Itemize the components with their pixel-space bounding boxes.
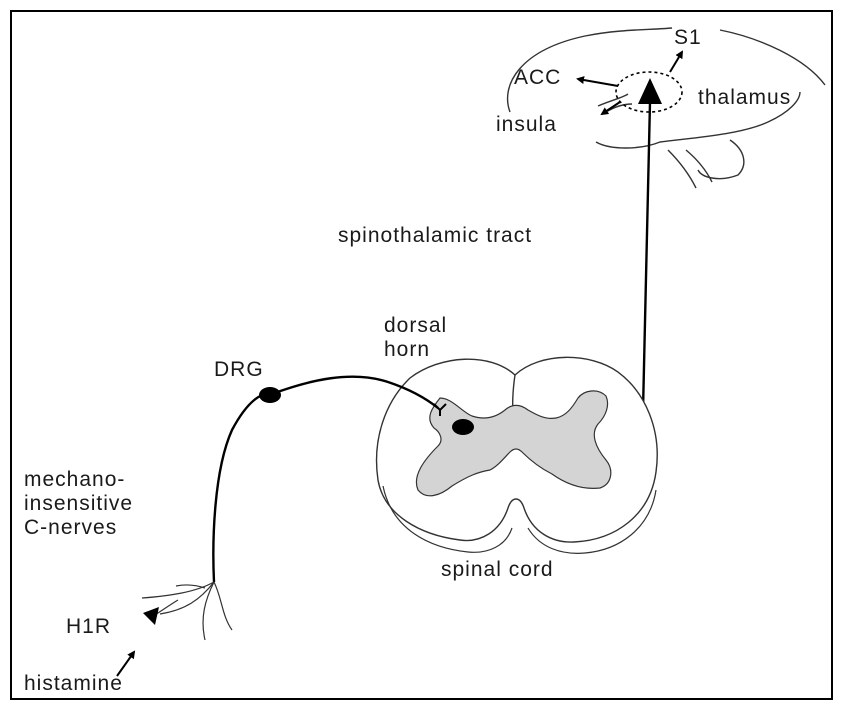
brain-top-right-contour (720, 30, 825, 85)
label-drg: DRG (214, 358, 264, 381)
label-spinothalamic-tract: spinothalamic tract (338, 224, 532, 247)
label-dorsal: dorsal (384, 314, 447, 337)
label-acc: ACC (514, 66, 561, 89)
label-histamine: histamine (24, 672, 123, 695)
h1r-receptor (143, 607, 159, 625)
label-spinal-cord: spinal cord (441, 558, 554, 581)
nerve-ending-1 (142, 582, 214, 598)
arrow-to-s1 (670, 52, 682, 72)
tract-arrowhead (638, 78, 662, 104)
nerve-ending-3 (203, 582, 214, 640)
label-h1r: H1R (66, 615, 111, 638)
dorsal-horn-neuron (452, 419, 474, 435)
cerebellum-contour (698, 140, 744, 179)
arrow-to-acc (578, 79, 618, 86)
label-insula: insula (496, 113, 557, 136)
spinal-cord (377, 357, 658, 553)
label-c-nerves: C-nerves (24, 516, 117, 539)
nerve-ending-4 (214, 582, 232, 630)
c-fiber-peripheral (213, 394, 272, 582)
drg-soma (259, 387, 281, 403)
label-horn: horn (384, 338, 430, 361)
nerve-ending-2 (160, 582, 214, 614)
label-mechano: mechano- (24, 468, 125, 491)
label-thalamus: thalamus (698, 86, 791, 109)
spinal-cord-outline (377, 357, 658, 542)
label-insensitive: insensitive (24, 492, 133, 515)
label-s1: S1 (674, 26, 702, 49)
